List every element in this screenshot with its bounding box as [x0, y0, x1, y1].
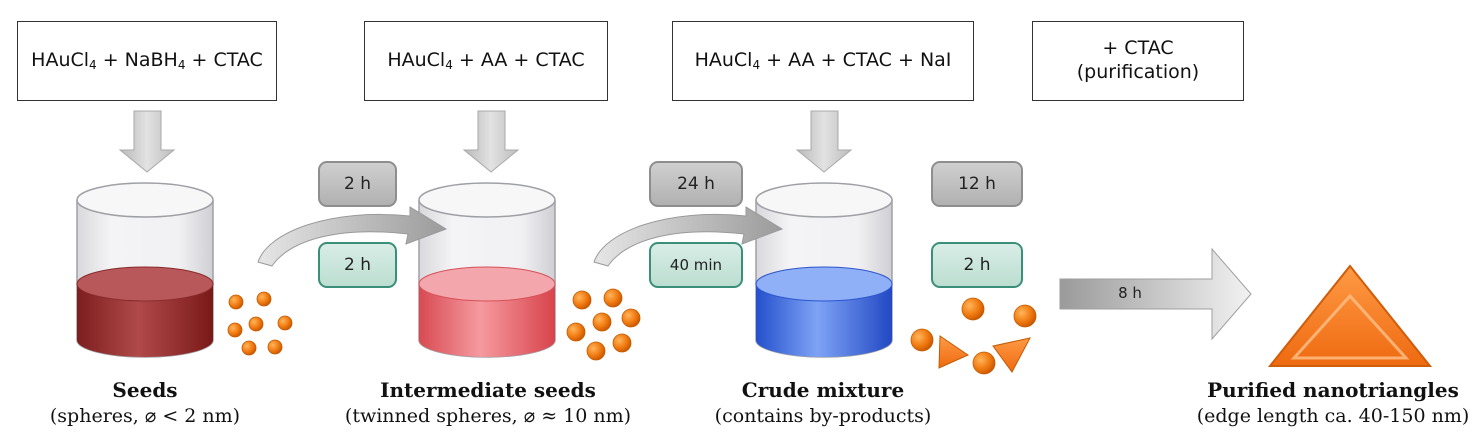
reagent-box-intermediate: HAuCl4 + AA + CTAC [364, 21, 608, 101]
time-box-green-2: 40 min [649, 242, 743, 288]
particles-crude [910, 297, 1037, 375]
stage-subtitle: (contains by-products) [714, 405, 932, 427]
reagent-text-ctac: + CTAC [1102, 37, 1174, 60]
stage-label-purified: Purified nanotriangles (edge length ca. … [1188, 377, 1478, 430]
time-box-green-1: 2 h [318, 242, 397, 288]
particles-intermediate [566, 288, 641, 361]
down-arrow-1 [118, 110, 176, 173]
beaker-intermediate [418, 182, 556, 358]
time-box-green-3: 2 h [931, 242, 1023, 288]
stage-label-seeds: Seeds (spheres, ⌀ < 2 nm) [25, 377, 265, 430]
stage-subtitle: (edge length ca. 40-150 nm) [1196, 405, 1470, 427]
time-box-gray-3: 12 h [931, 161, 1023, 207]
stage-label-crude: Crude mixture (contains by-products) [693, 377, 953, 430]
time-box-gray-1: 2 h [318, 161, 397, 207]
time-text: 40 min [669, 256, 723, 274]
reagent-box-purification: + CTAC (purification) [1032, 21, 1244, 101]
curved-arrow-2 [593, 206, 784, 267]
down-arrow-3 [795, 110, 853, 173]
time-text: 2 h [344, 174, 371, 194]
particles-seeds [227, 291, 293, 356]
reagent-text-crude: HAuCl4 + AA + CTAC + NaI [694, 49, 952, 72]
purification-time: 8 h [1118, 284, 1142, 302]
reagent-text-seeds: HAuCl4 + NaBH4 + CTAC [31, 49, 263, 72]
purification-arrow [1059, 247, 1252, 341]
stage-title: Seeds [112, 378, 178, 402]
reagent-text-intermediate: HAuCl4 + AA + CTAC [387, 49, 585, 72]
nanotriangle [1267, 264, 1433, 367]
time-text: 2 h [344, 255, 371, 275]
beaker-crude [755, 182, 893, 358]
beaker-seeds [76, 182, 214, 358]
reagent-box-crude: HAuCl4 + AA + CTAC + NaI [672, 21, 974, 101]
time-text: 24 h [677, 174, 715, 194]
stage-title: Purified nanotriangles [1207, 378, 1459, 402]
curved-arrow-1 [257, 206, 448, 267]
reagent-box-seeds: HAuCl4 + NaBH4 + CTAC [17, 21, 277, 101]
stage-label-intermediate: Intermediate seeds (twinned spheres, ⌀ ≈… [338, 377, 638, 430]
stage-title: Intermediate seeds [380, 378, 596, 402]
time-box-gray-2: 24 h [649, 161, 743, 207]
time-text: 12 h [958, 174, 996, 194]
down-arrow-2 [462, 110, 520, 173]
stage-subtitle: (spheres, ⌀ < 2 nm) [49, 405, 241, 427]
stage-subtitle: (twinned spheres, ⌀ ≈ 10 nm) [344, 405, 632, 427]
stage-title: Crude mixture [741, 378, 905, 402]
time-text: 2 h [963, 255, 991, 275]
reagent-text-purification: (purification) [1076, 61, 1200, 83]
